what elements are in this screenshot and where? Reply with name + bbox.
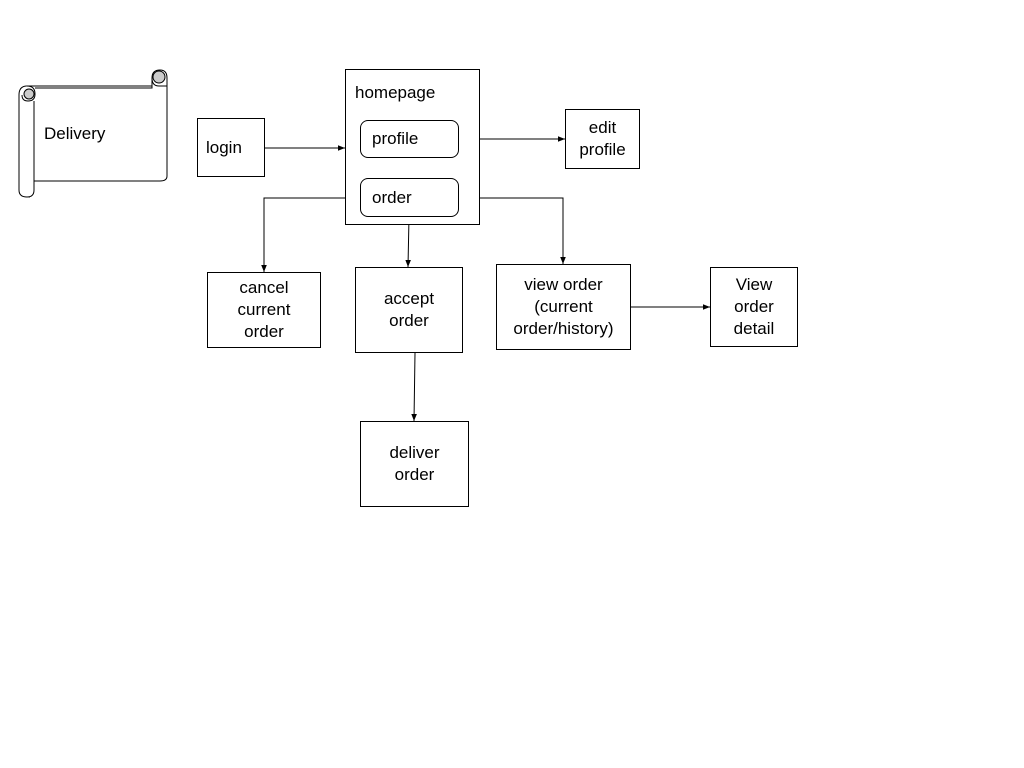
delivery-scroll-shape [18,69,168,198]
cancel-current-order-node: cancel current order [207,272,321,348]
accept-order-label: accept order [383,289,435,330]
order-node: order [360,178,459,217]
arrow-accept-to-deliver [411,352,417,422]
connectors [261,136,710,422]
arrow-order-to-cancel [261,197,360,272]
cancel-current-order-label: cancel current order [237,278,291,341]
view-order-node: view order (current order/history) [496,264,631,350]
deliver-order-node: deliver order [360,421,469,507]
login-node: login [197,118,265,177]
view-order-label: view order (current order/history) [513,275,614,338]
order-label: order [372,187,412,207]
homepage-label: homepage [355,83,436,102]
delivery-label: Delivery [44,124,106,143]
edit-profile-node: edit profile [565,109,640,169]
edit-profile-label: edit profile [579,118,626,159]
deliver-order-label: deliver order [389,443,440,484]
profile-label: profile [372,129,419,148]
view-order-detail-label: View order detail [733,275,775,338]
view-order-detail-node: View order detail [710,267,798,347]
profile-node: profile [360,120,459,158]
login-label: login [206,137,242,157]
arrow-order-to-accept [405,216,411,268]
accept-order-node: accept order [355,267,463,353]
arrow-order-to-view-order [459,197,566,264]
